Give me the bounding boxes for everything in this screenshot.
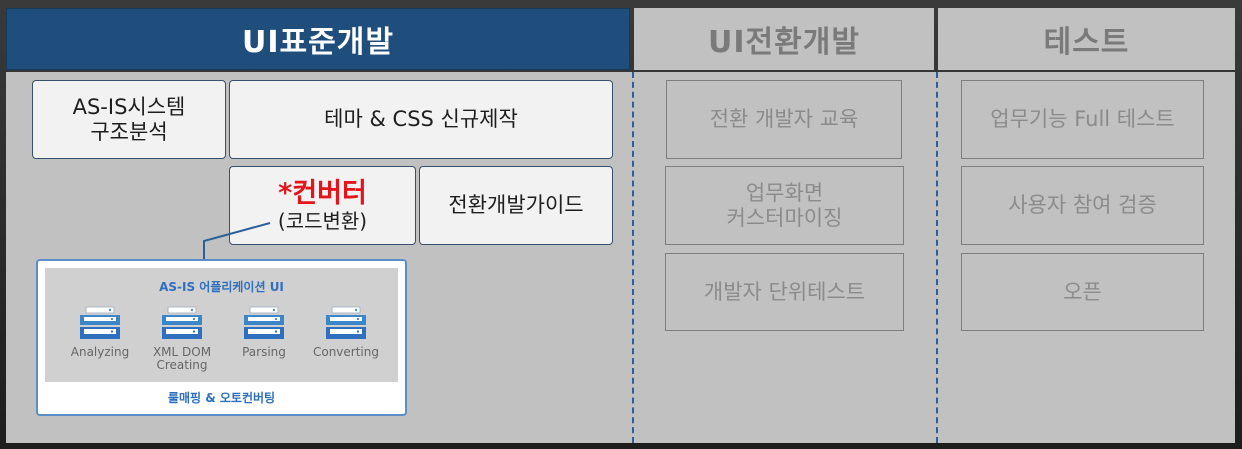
screen-customizing-box: 업무화면 커스터마이징 bbox=[665, 166, 904, 245]
developer-training-label: 전환 개발자 교육 bbox=[709, 107, 859, 131]
step-converting: Converting bbox=[311, 306, 381, 359]
inner-card-footer: 룰매핑 & 오토컨버팅 bbox=[167, 391, 276, 405]
developer-training-box: 전환 개발자 교육 bbox=[666, 80, 902, 159]
step-label-line: Analyzing bbox=[70, 345, 130, 359]
step-label-line: XML DOM bbox=[152, 345, 212, 359]
theme-css-label: 테마 & CSS 신규제작 bbox=[324, 107, 518, 131]
developer-unit-test-box: 개발자 단위테스트 bbox=[665, 253, 904, 331]
user-verification-label: 사용자 참여 검증 bbox=[1008, 193, 1157, 217]
step-label-line: Parsing bbox=[242, 345, 286, 359]
as-is-application-ui-card: AS-IS 어플리케이션 UI Analyzing bbox=[36, 259, 407, 416]
as-is-analysis-line-2: 구조분석 bbox=[90, 119, 168, 144]
step-xml-dom-creating: XML DOM Creating bbox=[147, 306, 217, 372]
converter-subtitle: (코드변환) bbox=[277, 208, 368, 233]
open-label: 오픈 bbox=[1063, 279, 1102, 304]
step-label: Analyzing bbox=[71, 346, 129, 359]
step-label-line: Converting bbox=[312, 345, 379, 359]
as-is-analysis-line-1: AS-IS시스템 bbox=[72, 94, 186, 119]
server-stack-icon bbox=[244, 306, 284, 339]
column-divider-1 bbox=[632, 72, 634, 443]
column-divider-2 bbox=[936, 72, 938, 443]
step-analyzing: Analyzing bbox=[65, 306, 135, 359]
header-ui-standard-dev: UI표준개발 bbox=[6, 8, 630, 70]
screen-customizing-line-1: 업무화면 bbox=[745, 180, 824, 205]
step-label: XML DOM Creating bbox=[153, 346, 211, 372]
screen-customizing-line-2: 커스터마이징 bbox=[726, 205, 843, 230]
step-label: Parsing bbox=[242, 346, 286, 359]
step-label: Converting bbox=[313, 346, 379, 359]
conversion-guide-box: 전환개발가이드 bbox=[419, 166, 613, 245]
converter-title: *컨버터 bbox=[278, 177, 367, 209]
step-parsing: Parsing bbox=[229, 306, 299, 359]
header-ui-conversion-dev: UI전환개발 bbox=[634, 8, 934, 70]
step-label-line: Creating bbox=[156, 358, 208, 372]
server-stack-icon bbox=[162, 306, 202, 339]
inner-card-title: AS-IS 어플리케이션 UI bbox=[159, 280, 284, 294]
converter-box: *컨버터 (코드변환) bbox=[229, 166, 416, 245]
converter-steps-panel: AS-IS 어플리케이션 UI Analyzing bbox=[45, 268, 398, 382]
theme-css-box: 테마 & CSS 신규제작 bbox=[229, 80, 613, 159]
header-test: 테스트 bbox=[938, 8, 1235, 70]
server-stack-icon bbox=[326, 306, 366, 339]
full-function-test-box: 업무기능 Full 테스트 bbox=[961, 80, 1204, 159]
conversion-guide-label: 전환개발가이드 bbox=[448, 193, 584, 217]
full-function-test-label: 업무기능 Full 테스트 bbox=[990, 107, 1175, 131]
user-verification-box: 사용자 참여 검증 bbox=[961, 166, 1204, 245]
as-is-structure-analysis-box: AS-IS시스템 구조분석 bbox=[32, 80, 226, 159]
developer-unit-test-label: 개발자 단위테스트 bbox=[703, 279, 866, 304]
open-box: 오픈 bbox=[961, 253, 1204, 331]
server-stack-icon bbox=[80, 306, 120, 339]
